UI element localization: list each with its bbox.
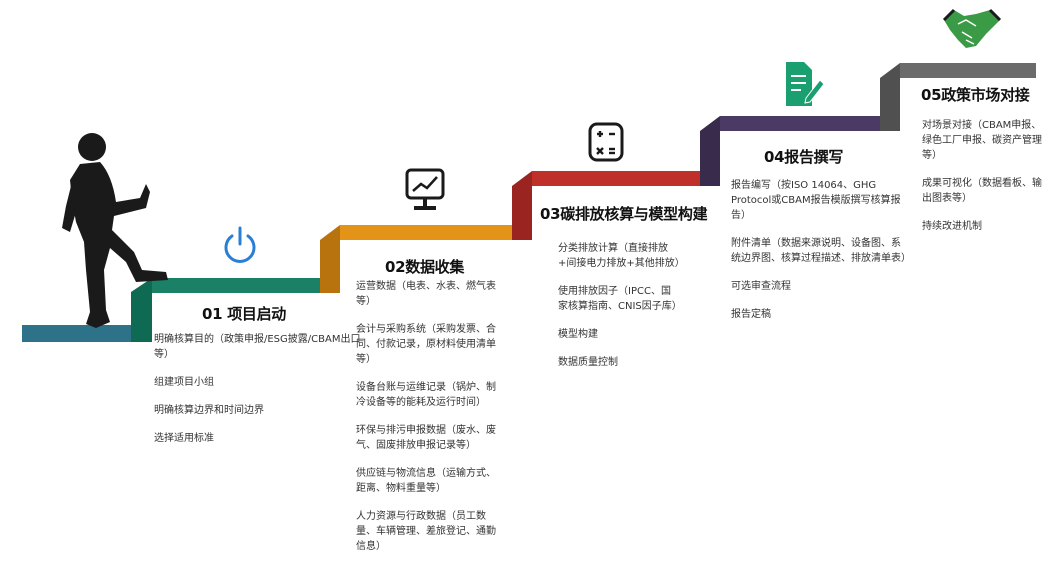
list-item: 运营数据（电表、水表、燃气表等） bbox=[356, 281, 496, 307]
list-item: 明确核算目的（政策申报/ESG披露/CBAM出口等） bbox=[154, 334, 361, 360]
list-item: 附件清单（数据来源说明、设备图、系统边界图、核算过程描述、排放清单表） bbox=[731, 238, 911, 264]
power-icon bbox=[224, 226, 256, 263]
list-item: 报告定稿 bbox=[731, 309, 771, 320]
stair-step-2-riser bbox=[320, 225, 340, 293]
list-item: 供应链与物流信息（运输方式、距离、物料重量等） bbox=[356, 468, 496, 494]
walking-person-icon bbox=[62, 133, 168, 328]
step-3-items: 分类排放计算（直接排放+间接电力排放+其他排放） 使用排放因子（IPCC、国家核… bbox=[558, 241, 685, 383]
step-3-title: 03碳排放核算与模型构建 bbox=[540, 205, 708, 223]
stair-step-3-riser bbox=[512, 171, 532, 240]
step-4-title: 04报告撰写 bbox=[764, 148, 844, 166]
list-item: 分类排放计算（直接排放+间接电力排放+其他排放） bbox=[558, 243, 685, 269]
list-item: 持续改进机制 bbox=[922, 221, 982, 232]
stair-step-3-tread bbox=[532, 171, 700, 186]
list-item: 报告编写（按ISO 14064、GHG Protocol或CBAM报告模版撰写核… bbox=[731, 180, 901, 221]
step-2-title: 02数据收集 bbox=[385, 258, 465, 276]
staircase-diagram bbox=[22, 8, 1036, 342]
stair-step-4-riser bbox=[700, 116, 720, 186]
list-item: 环保与排污申报数据（废水、废气、固废排放申报记录等） bbox=[356, 425, 496, 451]
step-4-items: 报告编写（按ISO 14064、GHG Protocol或CBAM报告模版撰写核… bbox=[731, 178, 911, 335]
list-item: 模型构建 bbox=[558, 329, 598, 340]
stair-step-5-tread bbox=[900, 63, 1036, 78]
list-item: 设备台账与运维记录（锅炉、制冷设备等的能耗及运行时间） bbox=[356, 382, 496, 408]
stair-step-1-tread bbox=[152, 278, 340, 293]
list-item: 使用排放因子（IPCC、国家核算指南、CNIS因子库） bbox=[558, 286, 682, 312]
monitor-chart-icon bbox=[405, 168, 445, 210]
list-item: 人力资源与行政数据（员工数量、车辆管理、差旅登记、通勤信息） bbox=[356, 511, 496, 552]
list-item: 选择适用标准 bbox=[154, 433, 214, 444]
calculator-icon bbox=[588, 122, 624, 162]
step-1-items: 明确核算目的（政策申报/ESG披露/CBAM出口等） 组建项目小组 明确核算边界… bbox=[154, 332, 369, 459]
list-item: 成果可视化（数据看板、输出图表等） bbox=[922, 178, 1042, 204]
stair-step-2-tread bbox=[340, 225, 520, 240]
stair-step-4-tread bbox=[720, 116, 880, 131]
document-edit-icon bbox=[786, 62, 825, 106]
list-item: 对场景对接（CBAM申报、绿色工厂申报、碳资产管理等） bbox=[922, 120, 1042, 161]
list-item: 会计与采购系统（采购发票、合同、付款记录，原材料使用清单等） bbox=[356, 324, 496, 365]
stair-step-5-riser bbox=[880, 63, 900, 131]
handshake-icon bbox=[942, 8, 1002, 48]
list-item: 可选审查流程 bbox=[731, 281, 791, 292]
list-item: 明确核算边界和时间边界 bbox=[154, 405, 264, 416]
list-item: 组建项目小组 bbox=[154, 377, 214, 388]
step-2-items: 运营数据（电表、水表、燃气表等） 会计与采购系统（采购发票、合同、付款记录，原材… bbox=[356, 279, 496, 567]
step-1-title: 01 项目启动 bbox=[202, 305, 286, 323]
stair-start-bar bbox=[22, 325, 150, 342]
step-5-items: 对场景对接（CBAM申报、绿色工厂申报、碳资产管理等） 成果可视化（数据看板、输… bbox=[922, 118, 1044, 247]
stair-step-1-riser bbox=[131, 278, 152, 342]
step-5-title: 05政策市场对接 bbox=[921, 86, 1030, 104]
list-item: 数据质量控制 bbox=[558, 357, 618, 368]
